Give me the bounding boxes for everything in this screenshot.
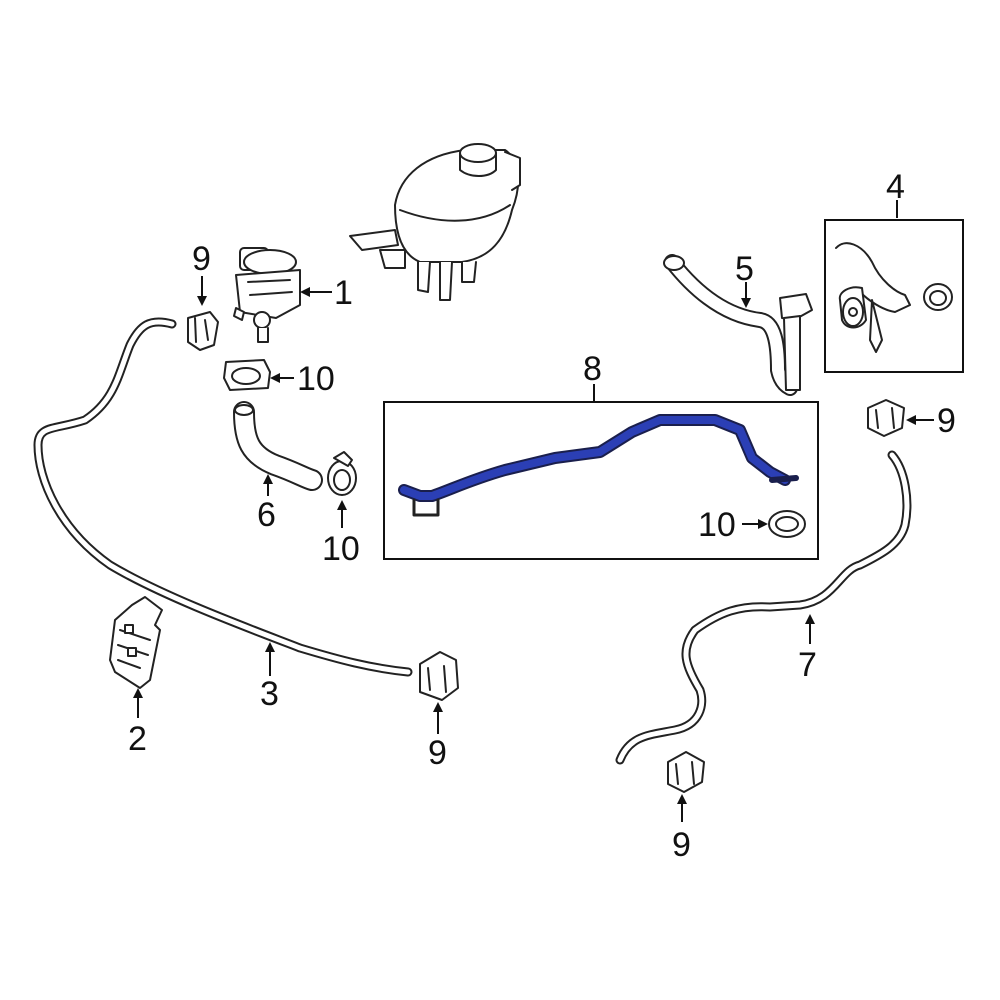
callout-1: 1 <box>334 274 353 312</box>
bracket <box>109 596 163 689</box>
clip-upper-left <box>187 311 219 351</box>
hose-7 <box>615 450 912 765</box>
callout-10-box: 10 <box>698 506 736 544</box>
hose-clamp-box-8 <box>768 510 806 538</box>
clip-right <box>867 399 905 437</box>
callout-10-lower: 10 <box>322 530 360 568</box>
callout-9-lower-right: 9 <box>672 826 691 864</box>
callout-3: 3 <box>260 675 279 713</box>
hose-3 <box>33 317 413 677</box>
part-8-box <box>383 401 819 560</box>
leader-lines <box>133 200 934 822</box>
callout-10-upper: 10 <box>297 360 335 398</box>
callout-5: 5 <box>735 250 754 288</box>
callout-6: 6 <box>257 496 276 534</box>
callout-7: 7 <box>798 646 817 684</box>
part-4-box <box>824 219 964 373</box>
callout-8: 8 <box>583 350 602 388</box>
callout-2: 2 <box>128 720 147 758</box>
clip-lower-right <box>667 751 705 793</box>
assembly-4 <box>835 242 953 353</box>
coolant-pipe-8 <box>398 414 799 517</box>
hose-6 <box>233 401 323 491</box>
clip-lower-center <box>419 651 459 701</box>
coolant-reservoir <box>349 143 521 301</box>
callout-9-right: 9 <box>937 402 956 440</box>
auxiliary-pump <box>233 247 301 343</box>
callout-4: 4 <box>886 168 905 206</box>
hose-5 <box>663 254 813 396</box>
callout-9-lower-center: 9 <box>428 734 447 772</box>
hose-clamp-lower <box>327 451 357 496</box>
callout-9-upper-left: 9 <box>192 240 211 278</box>
hose-clamp-upper <box>223 359 271 391</box>
